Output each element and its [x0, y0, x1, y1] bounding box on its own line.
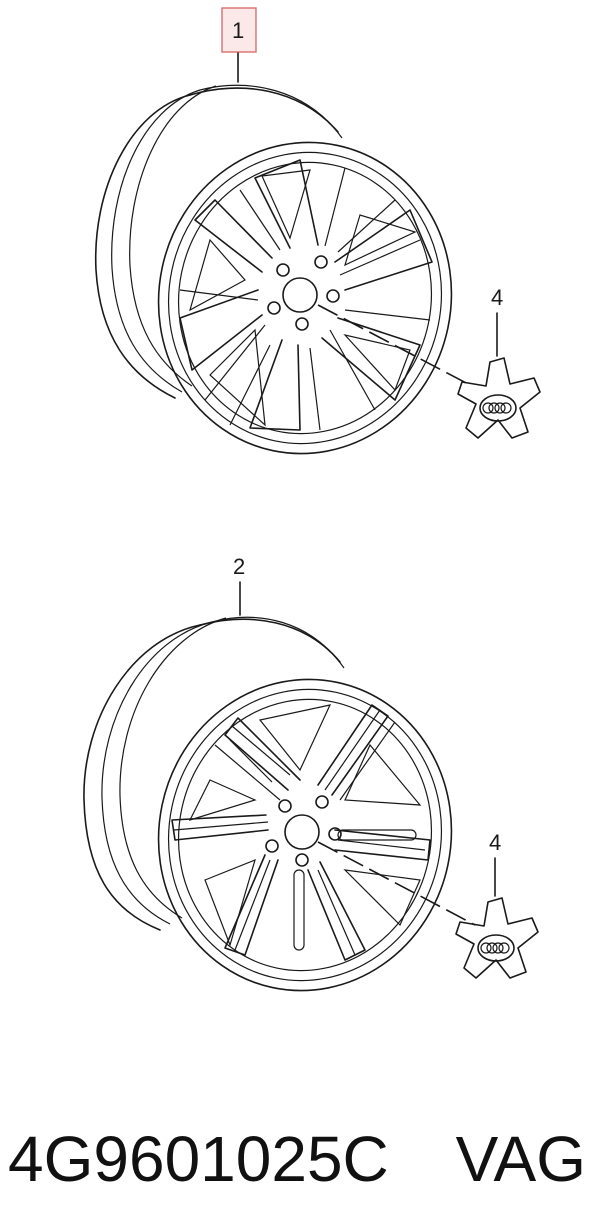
- four-rings-logo: [480, 942, 510, 954]
- callout-label-4-top: 4: [491, 285, 503, 310]
- spokes-1: [179, 159, 433, 431]
- rim-barrel: [94, 94, 191, 399]
- spokes-2: [171, 704, 431, 961]
- callout-label-2[interactable]: 2: [233, 554, 245, 579]
- four-rings-logo: [482, 402, 512, 414]
- wheel-1: 1: [94, 7, 541, 455]
- hub-2: [284, 814, 320, 850]
- rim-outer-1: [157, 141, 453, 455]
- lug-hole: [276, 263, 290, 277]
- assembly-line-2: [317, 841, 476, 926]
- assembly-line-1: [317, 304, 471, 386]
- center-cap-2[interactable]: [455, 897, 539, 979]
- brand-label: VAG: [455, 1123, 586, 1195]
- hub-1: [282, 277, 318, 313]
- callout-label-1: 1: [232, 18, 244, 43]
- wheel-2: 2: [83, 554, 539, 992]
- rim-outer-2: [157, 678, 453, 992]
- center-cap-1[interactable]: [457, 357, 541, 439]
- callout-label-4-bottom: 4: [489, 830, 501, 855]
- part-number: 4G9601025C: [8, 1123, 389, 1195]
- caption: 4G9601025C VAG: [0, 1122, 600, 1202]
- callout-box-1[interactable]: [221, 7, 257, 53]
